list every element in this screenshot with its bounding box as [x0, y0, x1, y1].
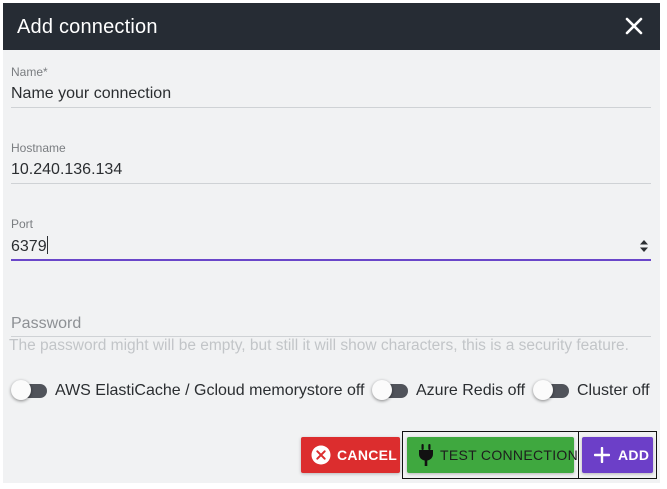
cluster-toggle[interactable]: Cluster off [533, 377, 657, 405]
password-input[interactable]: Password [11, 315, 82, 332]
test-connection-label: TEST CONNECTION [440, 447, 579, 463]
cancel-circle-icon [311, 445, 331, 465]
required-mark: * [43, 65, 48, 79]
dialog-title: Add connection [17, 16, 158, 38]
aws-elasticache-label: AWS ElastiCache / Gcloud memorystore off [55, 382, 365, 399]
dialog-title-bar: Add connection [3, 3, 660, 50]
power-plug-icon [419, 444, 433, 466]
close-button[interactable] [622, 14, 646, 38]
hostname-input[interactable]: 10.240.136.134 [11, 161, 123, 178]
text-caret [46, 236, 48, 254]
add-button-focus-ring [578, 431, 657, 479]
password-field[interactable]: Password [11, 309, 651, 339]
azure-redis-toggle[interactable]: Azure Redis off [372, 377, 528, 405]
azure-redis-label: Azure Redis off [416, 382, 526, 399]
number-stepper-icon[interactable] [639, 238, 649, 254]
hostname-underline [11, 183, 651, 184]
name-label: Name* [11, 65, 48, 79]
toggle-row: AWS ElastiCache / Gcloud memorystore off… [11, 377, 659, 405]
hostname-field[interactable]: Hostname 10.240.136.134 [11, 139, 651, 185]
toggle-thumb [372, 380, 392, 400]
password-helper-text: The password might will be empty, but st… [9, 337, 629, 354]
cancel-button-label: CANCEL [337, 447, 398, 463]
cancel-button[interactable]: CANCEL [301, 437, 400, 473]
port-underline [11, 259, 651, 261]
add-button[interactable]: ADD [582, 437, 653, 473]
toggle-thumb [533, 380, 553, 400]
port-input[interactable]: 6379 [11, 236, 48, 257]
cluster-label: Cluster off [577, 382, 650, 399]
name-input[interactable]: Name your connection [11, 85, 172, 102]
port-field[interactable]: Port 6379 [11, 215, 651, 263]
name-label-text: Name [11, 65, 44, 79]
add-button-label: ADD [618, 447, 650, 463]
plus-icon [594, 447, 610, 463]
add-connection-dialog: Add connection Name* Name your connectio… [3, 3, 660, 483]
close-icon [625, 17, 643, 35]
test-connection-button[interactable]: TEST CONNECTION [407, 437, 578, 473]
name-field[interactable]: Name* Name your connection [11, 63, 651, 109]
aws-elasticache-toggle[interactable]: AWS ElastiCache / Gcloud memorystore off [11, 377, 367, 405]
port-label: Port [11, 217, 34, 231]
name-underline [11, 107, 651, 108]
port-value: 6379 [11, 238, 47, 255]
toggle-thumb [11, 380, 31, 400]
password-underline [11, 336, 651, 337]
hostname-label: Hostname [11, 141, 66, 155]
